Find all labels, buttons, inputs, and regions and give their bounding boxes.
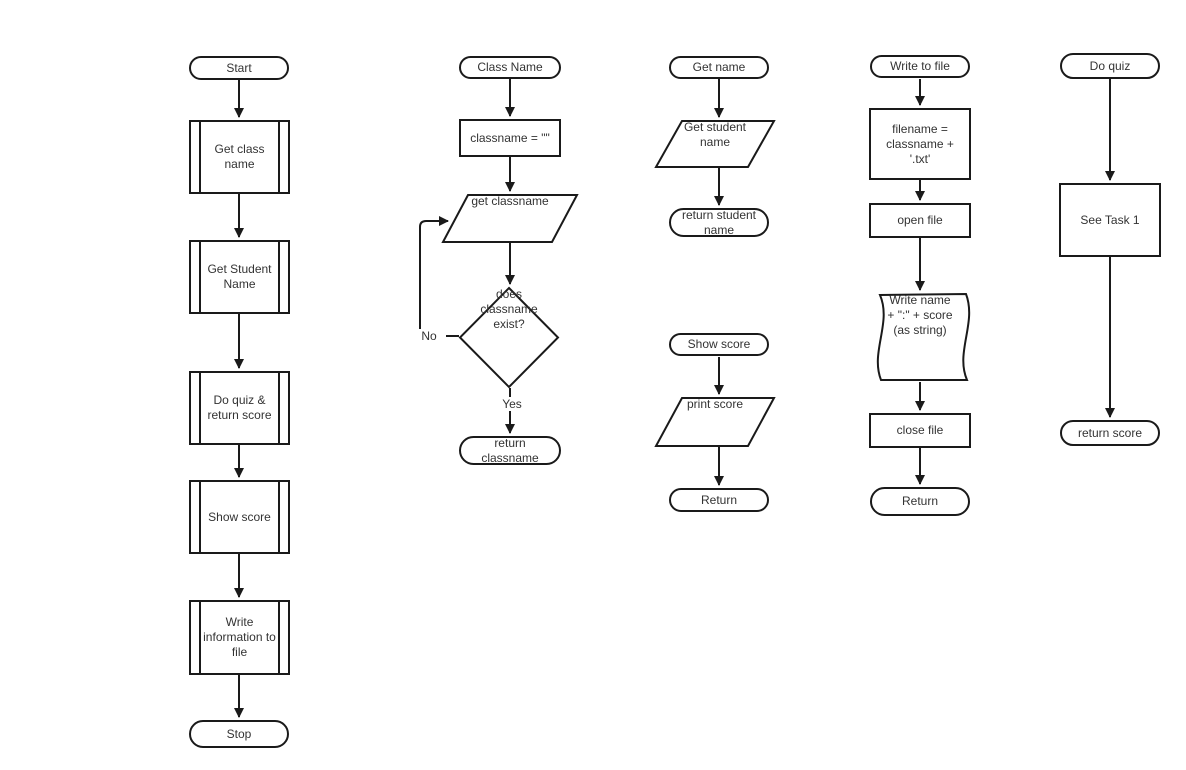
terminator-return-write-file: Return [870, 487, 970, 516]
process-label: See Task 1 [1080, 212, 1140, 227]
process-label: Show score [208, 509, 271, 524]
edge-label-yes: Yes [494, 397, 530, 411]
io-label: print score [686, 397, 744, 411]
terminator-label: Return [700, 492, 738, 507]
io-get-classname: get classname [441, 194, 579, 243]
terminator-write-to-file: Write to file [870, 55, 970, 78]
predefined-process-show-score: Show score [189, 480, 290, 554]
process-label: open file [897, 213, 943, 227]
process-label: Write information to file [203, 615, 276, 659]
terminator-label: Write to file [890, 59, 950, 73]
terminator-show-score: Show score [669, 333, 769, 356]
process-label: filename = classname + '.txt' [886, 121, 954, 166]
predefined-process-do-quiz: Do quiz & return score [189, 371, 290, 445]
terminator-return-score: return score [1060, 420, 1160, 446]
predefined-process-bars [199, 373, 280, 443]
terminator-start: Start [189, 56, 289, 80]
terminator-do-quiz: Do quiz [1060, 53, 1160, 79]
terminator-return-classname: return classname [459, 436, 561, 465]
terminator-label: Return [901, 494, 939, 508]
terminator-return-student-name: return student name [669, 208, 769, 237]
terminator-label: Class Name [477, 60, 543, 74]
process-label: classname = "" [470, 130, 550, 145]
predefined-process-bars [199, 482, 280, 552]
terminator-label: Do quiz [1089, 58, 1131, 73]
decision-label: does classname exist? [480, 287, 538, 331]
process-label: close file [896, 423, 944, 437]
decision-classname-exists: does classname exist? [458, 286, 560, 389]
terminator-label: return score [1077, 425, 1143, 440]
terminator-stop: Stop [189, 720, 289, 748]
predefined-process-bars [199, 242, 280, 312]
terminator-label: Show score [687, 337, 751, 351]
terminator-start-label: Start [226, 60, 252, 75]
terminator-label: return classname [481, 435, 539, 465]
predefined-process-bars [199, 122, 280, 192]
terminator-return-show-score: Return [669, 488, 769, 512]
terminator-stop-label: Stop [226, 726, 252, 741]
process-label: Do quiz & return score [207, 393, 272, 422]
process-see-task-1: See Task 1 [1059, 183, 1161, 257]
io-get-student-name: Get student name [654, 120, 776, 168]
io-label: get classname [471, 194, 549, 208]
terminator-get-name: Get name [669, 56, 769, 79]
process-classname-init: classname = "" [459, 119, 561, 157]
process-label: Get Student Name [207, 262, 272, 291]
predefined-process-get-student-name: Get Student Name [189, 240, 290, 314]
predefined-process-write-information: Write information to file [189, 600, 290, 675]
terminator-label: return student name [681, 207, 757, 237]
predefined-process-get-class-name: Get class name [189, 120, 290, 194]
io-label: Get student name [683, 120, 747, 149]
process-open-file: open file [869, 203, 971, 238]
terminator-label: Get name [692, 60, 746, 74]
predefined-process-bars [199, 602, 280, 673]
process-label: Get class name [214, 142, 265, 171]
document-label: Write name + ":" + score (as string) [887, 293, 953, 337]
document-write-name-score: Write name + ":" + score (as string) [869, 292, 971, 382]
io-print-score: print score [654, 397, 776, 447]
process-set-filename: filename = classname + '.txt' [869, 108, 971, 180]
edge-label-no: No [412, 329, 446, 343]
terminator-class-name: Class Name [459, 56, 561, 79]
process-close-file: close file [869, 413, 971, 448]
